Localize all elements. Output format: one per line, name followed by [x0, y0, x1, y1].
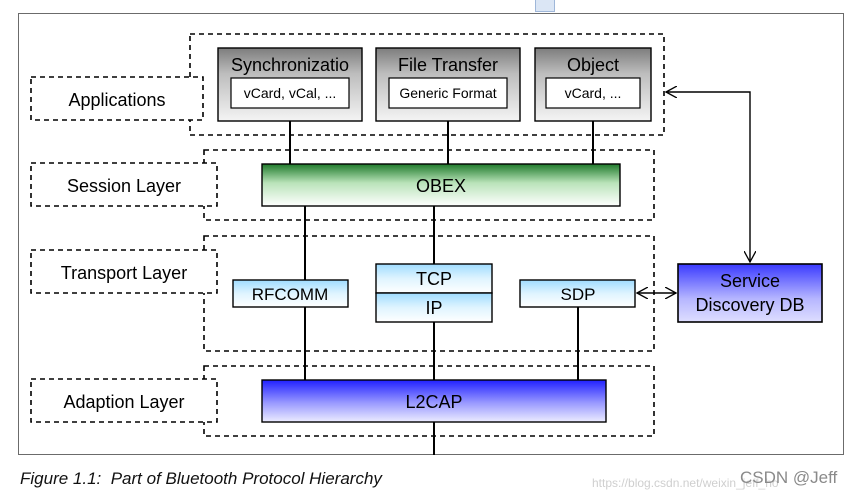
svg-text:vCard, vCal, ...: vCard, vCal, ...: [244, 85, 337, 101]
sdp-box: SDP: [519, 279, 636, 308]
diagram-frame: [18, 13, 844, 455]
svg-text:Session Layer: Session Layer: [67, 176, 181, 196]
svg-text:Applications: Applications: [68, 90, 165, 110]
session-region: [203, 149, 655, 221]
svg-text:Discovery DB: Discovery DB: [695, 295, 804, 315]
ip-box: IP: [375, 292, 493, 323]
layer-label-adaption: Adaption Layer: [30, 378, 218, 423]
app-box-sync: Synchronizatio vCard, vCal, ...: [217, 47, 363, 122]
svg-text:Service: Service: [720, 271, 780, 291]
tcp-box: TCP: [375, 263, 493, 294]
layer-label-transport: Transport Layer: [30, 249, 218, 294]
app-box-file-transfer: File Transfer Generic Format: [375, 47, 521, 122]
svg-text:Adaption Layer: Adaption Layer: [63, 392, 184, 412]
toolbar-icon: [535, 0, 555, 12]
figure-caption: Figure 1.1: Part of Bluetooth Protocol H…: [20, 469, 382, 488]
service-discovery-db-box: Service Discovery DB: [677, 263, 823, 323]
svg-text:RFCOMM: RFCOMM: [252, 285, 328, 304]
svg-text:IP: IP: [425, 298, 442, 318]
rfcomm-box: RFCOMM: [232, 279, 349, 308]
adaption-region: [203, 365, 655, 437]
app-box-object: Object vCard, ...: [534, 47, 652, 122]
obex-box: OBEX: [261, 163, 621, 207]
svg-text:Object: Object: [567, 55, 619, 75]
l2cap-box: L2CAP: [261, 379, 607, 423]
svg-text:OBEX: OBEX: [416, 176, 466, 196]
protocol-diagram: Applications Session Layer Transport Lay…: [30, 33, 823, 455]
arrows: [637, 92, 750, 293]
svg-text:Synchronizatio: Synchronizatio: [231, 55, 349, 75]
svg-text:TCP: TCP: [416, 269, 452, 289]
layer-label-session: Session Layer: [30, 162, 218, 207]
svg-text:vCard, ...: vCard, ...: [565, 85, 622, 101]
layer-label-applications: Applications: [30, 76, 204, 121]
connectors: [289, 121, 594, 455]
svg-text:File Transfer: File Transfer: [398, 55, 498, 75]
apps-sdb-arrow: [666, 92, 750, 262]
svg-text:Transport Layer: Transport Layer: [61, 263, 187, 283]
watermark-tag: CSDN @Jeff: [740, 468, 838, 487]
svg-text:SDP: SDP: [561, 285, 596, 304]
svg-text:Generic Format: Generic Format: [399, 85, 496, 101]
watermark-url: https://blog.csdn.net/weixin_jeff_ho: [592, 476, 779, 490]
svg-text:L2CAP: L2CAP: [405, 392, 462, 412]
